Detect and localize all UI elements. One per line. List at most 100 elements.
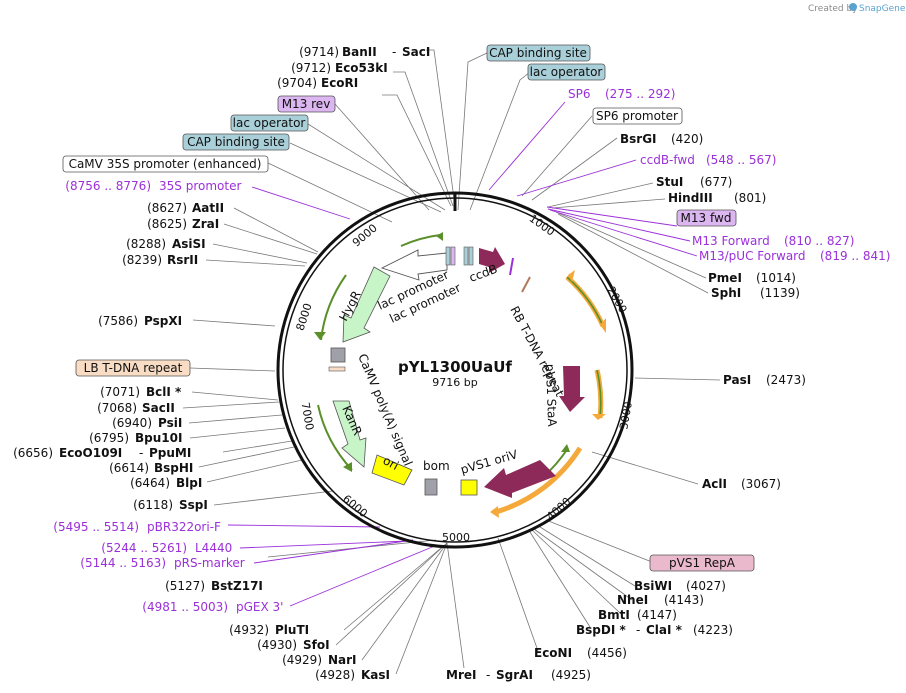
site-ecoo109i-name: EcoO109I bbox=[59, 446, 122, 460]
leader-sspi bbox=[213, 490, 334, 506]
backbone bbox=[276, 191, 634, 549]
left-enzyme-labels: (8627) AatII (8625) ZraI (8288) AsiSI (8… bbox=[13, 201, 263, 593]
primer-pgex3-name: pGEX 3' bbox=[236, 600, 283, 614]
snapgene-credit: Created by SnapGene bbox=[808, 3, 906, 14]
site-sphi-num: (1139) bbox=[760, 286, 800, 300]
site-bpu10i-name: Bpu10I bbox=[135, 431, 182, 445]
site-bspdi-sep: - bbox=[636, 623, 640, 637]
pvs1-oriv-arrow bbox=[484, 460, 556, 498]
lacop1-label: lac operator bbox=[530, 65, 603, 79]
leader-bpu10i bbox=[189, 427, 286, 439]
leader-sacii bbox=[182, 401, 280, 409]
site-psii-num: (6940) bbox=[112, 416, 152, 430]
plasmid-size: 9716 bp bbox=[432, 376, 477, 389]
site-mrei-sep: - bbox=[486, 668, 490, 682]
green-arc-4 bbox=[400, 234, 441, 247]
pvs1-staa-label: pVS1 StaA bbox=[543, 364, 559, 428]
primer-ccdbfwd-name: ccdB-fwd bbox=[640, 153, 695, 167]
site-sspi-name: SspI bbox=[179, 498, 208, 512]
leader-nari bbox=[361, 542, 448, 661]
site-econi-num: (4456) bbox=[587, 646, 627, 660]
site-econi-name: EcoNI bbox=[534, 646, 572, 660]
primer-mark-sp6 bbox=[509, 257, 514, 276]
right-enzyme-labels: BsrGI (420) StuI (677) HindIII (801) Pme… bbox=[620, 132, 806, 491]
site-eco53-num: (9712) bbox=[291, 61, 331, 75]
leader-m13fwd bbox=[546, 206, 678, 227]
primer-m13forward-range: (810 .. 827) bbox=[784, 234, 854, 248]
leader-ecori bbox=[382, 94, 452, 207]
leader-bmti bbox=[531, 529, 621, 614]
site-bmti-name: BmtI bbox=[598, 608, 630, 622]
primer-sp6-name: SP6 bbox=[568, 87, 591, 101]
arrowhead-orange-4 bbox=[490, 506, 499, 518]
site-nhei-name: NheI bbox=[617, 593, 648, 607]
primer-35s-range: (8756 .. 8776) bbox=[65, 179, 151, 193]
site-sfoi-num: (4930) bbox=[257, 638, 297, 652]
site-blpi-name: BlpI bbox=[176, 476, 202, 490]
m13rev-mark bbox=[450, 246, 456, 266]
site-sphi-name: SphI bbox=[711, 286, 741, 300]
primer-pbr322-name: pBR322ori-F bbox=[147, 520, 221, 534]
site-pspxi-num: (7586) bbox=[98, 314, 138, 328]
site-aatii-name: AatII bbox=[192, 201, 224, 215]
yellow-feature-box bbox=[460, 479, 478, 496]
bom-label: bom bbox=[423, 459, 450, 473]
site-asisi-num: (8288) bbox=[126, 237, 166, 251]
primer-sp6-range: (275 .. 292) bbox=[605, 87, 675, 101]
site-bsphi-num: (6614) bbox=[109, 461, 149, 475]
leader-psii bbox=[188, 414, 283, 424]
sp6prom-box bbox=[592, 107, 683, 125]
site-bcli-num: (7071) bbox=[100, 385, 140, 399]
site-bsrgi-name: BsrGI bbox=[620, 132, 657, 146]
site-sgrai-name: SgrAI bbox=[496, 668, 533, 682]
primer-l4440-range: (5244 .. 5261) bbox=[101, 541, 187, 555]
leader-bcli bbox=[191, 391, 279, 401]
leader-kasi bbox=[395, 542, 448, 675]
pvs1-oriv-label: pVS1 oriV bbox=[459, 447, 520, 477]
top-enzyme-labels: (9714) BanII - SacI (9712) Eco53kI (9704… bbox=[277, 45, 430, 90]
primer-leaders bbox=[227, 101, 698, 607]
leader-aatii bbox=[233, 207, 319, 253]
site-eco109-num: (6656) bbox=[13, 446, 53, 460]
site-pmei-name: PmeI bbox=[708, 271, 742, 285]
leader-econi bbox=[497, 537, 539, 652]
primer-prsmarker-name: pRS-marker bbox=[174, 556, 245, 570]
leader-eco53 bbox=[393, 71, 454, 207]
leader-lines bbox=[182, 49, 721, 675]
leader-bsrgi bbox=[531, 137, 618, 201]
leader-hindiii bbox=[551, 198, 666, 209]
leader-prsmarker bbox=[253, 539, 414, 564]
leader-pspxi bbox=[192, 319, 276, 327]
site-clai-name: ClaI * bbox=[646, 623, 683, 637]
site-kasi-name: KasI bbox=[361, 668, 390, 682]
site-eco109-sep: - bbox=[139, 446, 143, 460]
pvs1-staa-arrow bbox=[559, 366, 585, 412]
site-ecori-num: (9704) bbox=[277, 76, 317, 90]
cap2-box bbox=[182, 133, 290, 151]
site-acli-name: AclI bbox=[702, 477, 727, 491]
leader-pasi bbox=[634, 377, 721, 381]
leader-eco109 bbox=[222, 440, 293, 453]
tick-7000: 7000 bbox=[299, 401, 317, 431]
green-arc-1 bbox=[566, 276, 604, 327]
camv35s-label: CaMV 35S promoter (enhanced) bbox=[69, 157, 262, 171]
leader-nhei bbox=[533, 528, 633, 601]
site-bsrgi-num: (420) bbox=[671, 132, 703, 146]
cap-mark-2 bbox=[468, 246, 474, 266]
tick-5000: 5000 bbox=[442, 531, 470, 544]
arrowhead-orange-1 bbox=[568, 270, 575, 282]
cap-mark-1 bbox=[445, 246, 451, 266]
sp6prom-label: SP6 promoter bbox=[596, 109, 678, 123]
leader-bsphi bbox=[198, 446, 295, 468]
primer-ccdbfwd-range: (548 .. 567) bbox=[706, 153, 776, 167]
leader-35s bbox=[251, 186, 351, 220]
leader-mrei bbox=[446, 542, 465, 669]
site-bsphi-name: BspHI bbox=[154, 461, 193, 475]
leader-ccdbfwd bbox=[516, 159, 637, 197]
primer-35s-name: 35S promoter bbox=[159, 179, 241, 193]
leader-cap2 bbox=[289, 142, 442, 213]
site-bansac-num: (9714) bbox=[299, 45, 339, 59]
lacop-mark bbox=[463, 246, 469, 266]
site-rsrii-name: RsrII bbox=[167, 253, 198, 267]
